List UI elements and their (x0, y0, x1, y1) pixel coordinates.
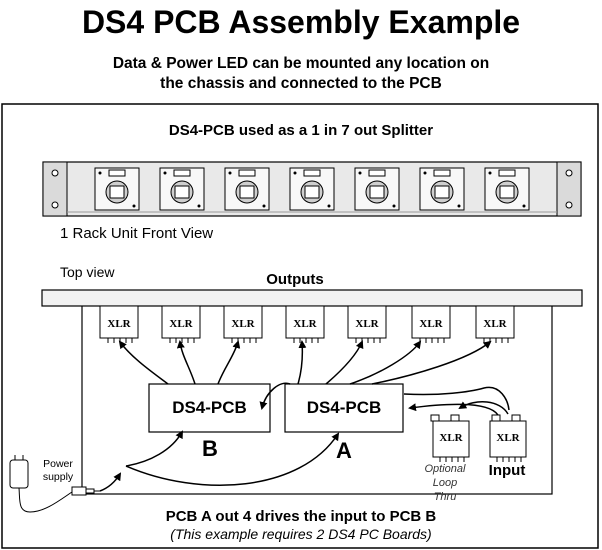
output-xlr-connector (347, 305, 387, 343)
loop-thru-xlr (430, 414, 470, 458)
pcb-b-name: DS4-PCB (172, 398, 247, 417)
input-label: Input (488, 462, 526, 479)
optional-loop-thru-label: Optional Loop Thru (424, 463, 466, 503)
front-xlr-connector (419, 167, 465, 211)
outputs-label: Outputs (266, 271, 324, 288)
xlr-label: XLR (169, 318, 193, 330)
front-view-label: 1 Rack Unit Front View (60, 225, 214, 242)
output-xlr-connector (223, 305, 263, 343)
output-xlr-connector (411, 305, 451, 343)
subtitle: Data & Power LED can be mounted any loca… (0, 54, 602, 94)
xlr-label: XLR (231, 318, 255, 330)
output-xlr-connector (285, 305, 325, 343)
xlr-label: XLR (439, 432, 463, 444)
xlr-label: XLR (419, 318, 443, 330)
output-xlr-connector (475, 305, 515, 343)
power-supply-label: Power supply (42, 458, 74, 483)
xlr-label: XLR (483, 318, 507, 330)
subtitle-line-2: the chassis and connected to the PCB (160, 75, 442, 92)
pcb-b-letter: B (202, 436, 218, 461)
pcb-a-name: DS4-PCB (306, 398, 382, 417)
caption-main: PCB A out 4 drives the input to PCB B (165, 508, 437, 525)
xlr-label: XLR (496, 432, 520, 444)
top-view-label: Top view (60, 264, 115, 280)
pcb-a-letter: A (336, 438, 352, 463)
pcb-b-board (148, 383, 271, 433)
front-connector-group (94, 167, 530, 211)
input-xlr (489, 414, 527, 458)
xlr-label: XLR (355, 318, 379, 330)
caption-note: (This example requires 2 DS4 PC Boards) (170, 526, 432, 542)
front-xlr-connector (289, 167, 335, 211)
output-xlr-group (99, 305, 522, 462)
xlr-label: XLR (293, 318, 317, 330)
front-xlr-connector (94, 167, 140, 211)
input-xlr-pins (496, 457, 522, 462)
xlr-label: XLR (107, 318, 131, 330)
power-supply-icon (9, 455, 100, 513)
cable-arrows (99, 340, 510, 492)
input-xlr-pins (439, 457, 465, 462)
pcb-a-board (284, 383, 404, 433)
page-title: DS4 PCB Assembly Example (81, 4, 521, 40)
front-xlr-connector (159, 167, 205, 211)
front-xlr-connector (224, 167, 270, 211)
splitter-label: DS4-PCB used as a 1 in 7 out Splitter (168, 122, 434, 139)
output-xlr-connector (99, 305, 139, 343)
front-xlr-connector (484, 167, 530, 211)
subtitle-line-1: Data & Power LED can be mounted any loca… (112, 55, 490, 72)
front-xlr-connector (354, 167, 400, 211)
